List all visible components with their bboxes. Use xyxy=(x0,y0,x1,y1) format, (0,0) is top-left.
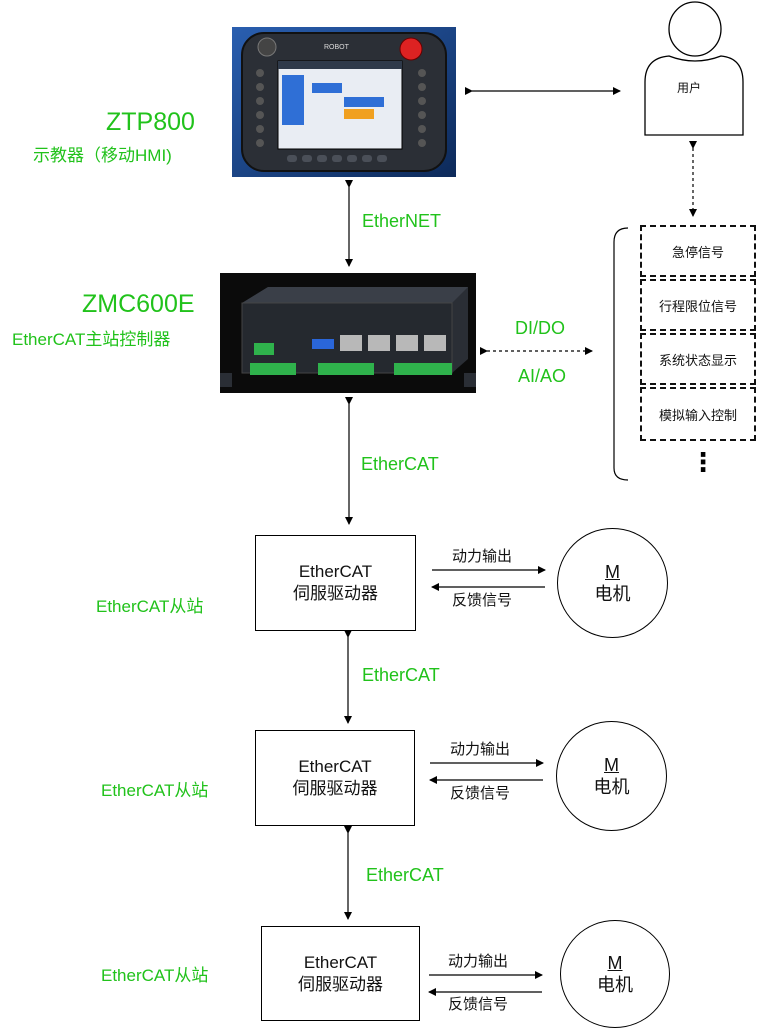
drive-line1-2: EtherCAT xyxy=(298,757,372,776)
controller-image xyxy=(220,273,476,393)
motor-label-3: 电机 xyxy=(597,975,633,995)
signal-estop: 急停信号 xyxy=(640,225,756,277)
signal-estop-label: 急停信号 xyxy=(671,244,724,260)
ethernet-label: EtherNET xyxy=(362,211,442,231)
servo-drive-3: EtherCAT 伺服驱动器 xyxy=(261,926,420,1021)
pendant-brand: ROBOT xyxy=(324,44,350,51)
motor-symbol-2: M xyxy=(604,755,619,775)
motor-label-1: 电机 xyxy=(594,584,631,604)
controller-model-label: ZMC600E xyxy=(82,290,195,318)
user-label: 用户 xyxy=(677,81,702,95)
teach-pendant-image: ROBOT xyxy=(232,27,456,177)
power-out-label-2: 动力输出 xyxy=(450,741,511,758)
drive-line1-1: EtherCAT xyxy=(298,562,373,581)
signal-status: 系统状态显示 xyxy=(640,333,756,385)
pendant-model-label: ZTP800 xyxy=(106,108,195,136)
signals-brace xyxy=(613,227,629,481)
feedback-label-2: 反馈信号 xyxy=(450,785,511,802)
feedback-label-1: 反馈信号 xyxy=(452,592,513,609)
pendant-desc-label: 示教器（移动HMI) xyxy=(33,146,172,165)
feedback-label-3: 反馈信号 xyxy=(448,996,509,1013)
motor-label-2: 电机 xyxy=(593,777,630,797)
ethercat-label-2: EtherCAT xyxy=(362,665,440,685)
drive-line1-3: EtherCAT xyxy=(303,952,378,972)
motor-3: M 电机 xyxy=(560,920,670,1028)
servo-drive-2: EtherCAT 伺服驱动器 xyxy=(255,730,415,826)
servo-drive-1: EtherCAT 伺服驱动器 xyxy=(255,535,416,631)
drive-line2-1: 伺服驱动器 xyxy=(293,584,378,603)
motor-2: M 电机 xyxy=(556,721,667,831)
slave-label-3: EtherCAT从站 xyxy=(101,966,209,985)
ethercat-label-3: EtherCAT xyxy=(366,865,444,885)
io-analog-label: AI/AO xyxy=(518,366,567,386)
signal-limit: 行程限位信号 xyxy=(640,279,756,331)
signals-more-ellipsis: ⋮ xyxy=(690,447,716,477)
signal-status-label: 系统状态显示 xyxy=(658,352,737,368)
user-figure-icon xyxy=(644,1,744,136)
power-out-label-1: 动力输出 xyxy=(452,548,513,565)
signal-analog-label: 模拟输入控制 xyxy=(658,407,737,423)
signal-limit-label: 行程限位信号 xyxy=(658,298,737,314)
ethercat-label-1: EtherCAT xyxy=(361,454,439,474)
motor-symbol-3: M xyxy=(607,953,623,973)
motor-1: M 电机 xyxy=(557,528,668,638)
io-digital-label: DI/DO xyxy=(515,318,566,338)
motor-symbol-1: M xyxy=(605,562,620,582)
drive-line2-3: 伺服驱动器 xyxy=(298,974,383,994)
slave-label-2: EtherCAT从站 xyxy=(101,781,209,800)
slave-label-1: EtherCAT从站 xyxy=(96,597,204,616)
controller-desc-label: EtherCAT主站控制器 xyxy=(12,330,171,349)
power-out-label-3: 动力输出 xyxy=(448,953,509,970)
drive-line2-2: 伺服驱动器 xyxy=(292,779,378,798)
signal-analog: 模拟输入控制 xyxy=(640,387,756,441)
